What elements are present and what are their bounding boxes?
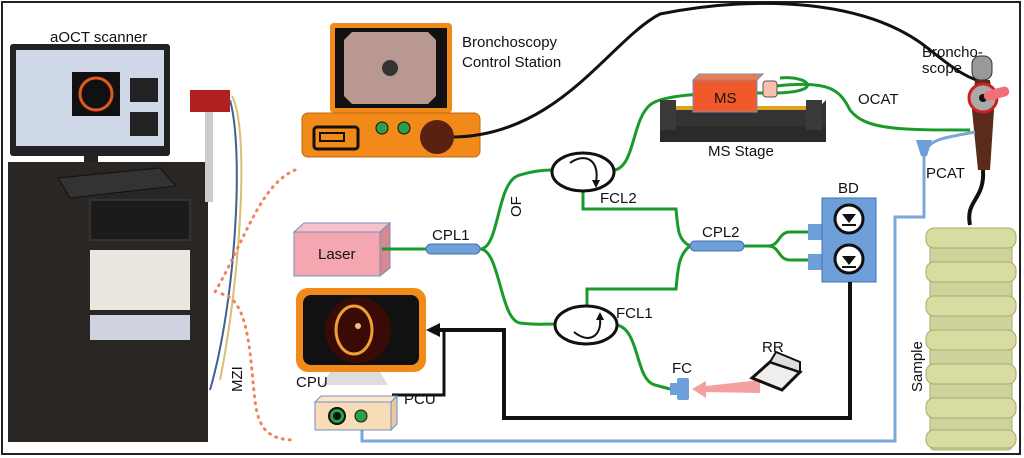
bronchoscope-label-line2: scope — [922, 60, 962, 77]
bronchoscope — [967, 55, 1010, 226]
retroreflector — [749, 350, 803, 392]
pcat-connector — [927, 130, 976, 148]
sample-label: Sample — [909, 341, 926, 392]
cpu-monitor — [296, 288, 426, 385]
laser-box — [292, 221, 392, 278]
cpl2-label: CPL2 — [702, 224, 740, 241]
fc-label: FC — [672, 360, 692, 377]
bronchoscopy-control-station — [301, 23, 481, 158]
fcl2-label: FCL2 — [600, 190, 637, 207]
video-cable — [453, 1, 986, 139]
ms-motor — [691, 73, 778, 113]
circulator-fcl1 — [553, 304, 619, 346]
pcat-funnel — [916, 140, 932, 156]
pcu-line — [392, 330, 446, 397]
coupler-1 — [425, 243, 481, 255]
pcu-box — [313, 394, 399, 432]
rr-label: RR — [762, 339, 784, 356]
station-label-line1: Bronchoscopy — [462, 34, 558, 51]
laser-label: Laser — [318, 246, 356, 263]
cpu-label: CPU — [296, 374, 328, 391]
pcat-line — [360, 156, 926, 443]
fiber-collimator — [670, 378, 689, 400]
bd-label: BD — [838, 180, 859, 197]
ms-stage-label: MS Stage — [708, 143, 774, 160]
sample-trachea — [925, 227, 1017, 451]
fcl1-label: FCL1 — [616, 305, 653, 322]
coupler-2 — [689, 240, 745, 252]
bronchoscope-label-line1: Broncho- — [922, 44, 983, 61]
pcat-label: PCAT — [926, 165, 965, 182]
mzi-dotted-line — [213, 168, 297, 442]
station-label-line2: Control Station — [462, 54, 561, 71]
cpl1-label: CPL1 — [432, 227, 470, 244]
pcu-label: PCU — [404, 391, 436, 408]
of-label: OF — [508, 196, 525, 217]
circulator-fcl2 — [550, 151, 616, 193]
beam-arrow — [692, 380, 760, 398]
balanced-detector — [808, 197, 877, 283]
ocat-label: OCAT — [858, 91, 899, 108]
mzi-label: MZI — [229, 366, 246, 392]
aoct-scanner-photo — [8, 44, 243, 442]
signal-line — [434, 282, 852, 420]
ms-label: MS — [714, 90, 737, 107]
scanner-label: aOCT scanner — [50, 29, 147, 46]
